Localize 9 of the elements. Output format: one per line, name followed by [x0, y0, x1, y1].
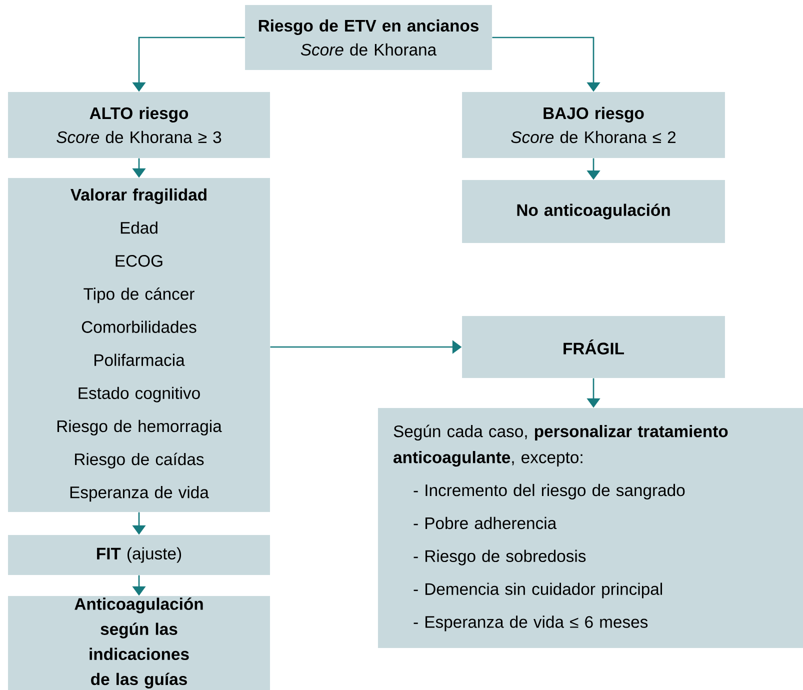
- flow-box: No anticoagulación: [462, 180, 725, 243]
- flow-box: Anticoagulación según las indicaciones de las guías: [8, 596, 270, 690]
- flow-box: FRÁGIL: [462, 316, 725, 378]
- flow-box: BAJO riesgo Score de Khorana ≤ 2: [462, 92, 725, 158]
- flow-box: Valorar fragilidad Edad ECOG Tipo de cáncer Comorbilidades Polifarmacia Estado cognitivo Riesgo de hemorragia Riesgo de caídas Esperanza de vida: [8, 178, 270, 512]
- flow-box: Riesgo de ETV en ancianos Score de Khorana: [245, 4, 492, 70]
- flow-box: ALTO riesgo Score de Khorana ≥ 3: [8, 92, 270, 158]
- flow-box: FIT (ajuste): [8, 535, 270, 575]
- flow-box: Según cada caso, personalizar tratamiento anticoagulante, excepto: - Incremento del riesgo de sangrado - Pobre adherencia - Riesgo de sobredosis - Demencia sin cuidador principal - Esperanza de vida ≤ 6 meses: [378, 408, 803, 648]
